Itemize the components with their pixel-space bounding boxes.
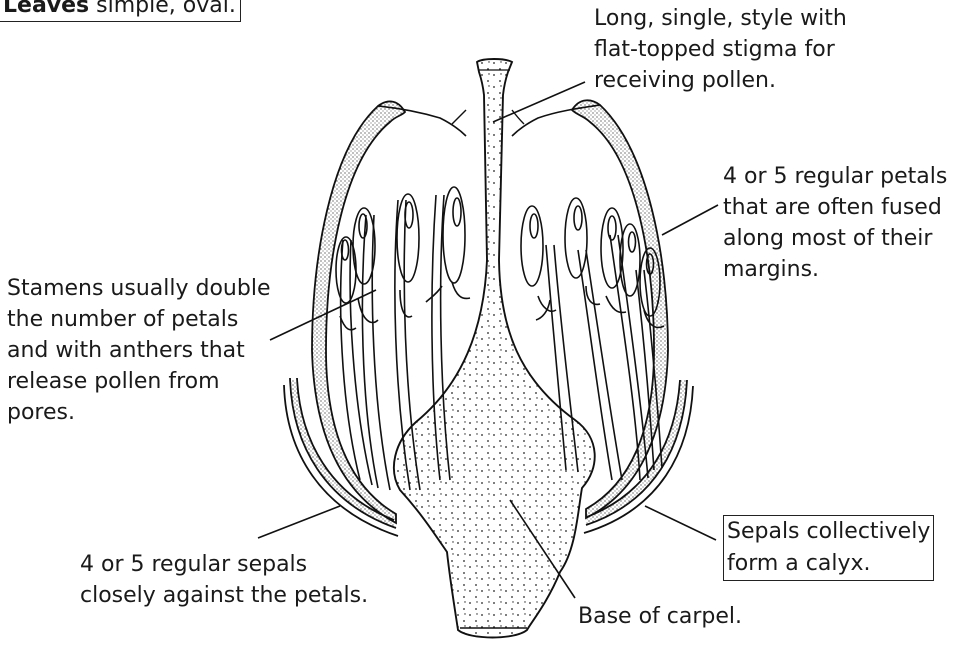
base-of-carpel-label: Base of carpel. bbox=[578, 601, 742, 632]
leader-petals bbox=[662, 205, 718, 235]
calyx-label: Sepals collectively form a calyx. bbox=[723, 515, 934, 581]
petals-label: 4 or 5 regular petals that are often fus… bbox=[723, 161, 947, 285]
leaves-label: Leaves simple, oval. bbox=[0, 0, 241, 22]
leader-calyx bbox=[645, 506, 716, 540]
leader-style bbox=[493, 82, 585, 122]
sepals-label: 4 or 5 regular sepals closely against th… bbox=[80, 549, 368, 611]
style-label: Long, single, style with flat-topped sti… bbox=[594, 3, 847, 96]
stamens-label: Stamens usually double the number of pet… bbox=[7, 273, 270, 428]
leader-sepals bbox=[258, 506, 340, 538]
